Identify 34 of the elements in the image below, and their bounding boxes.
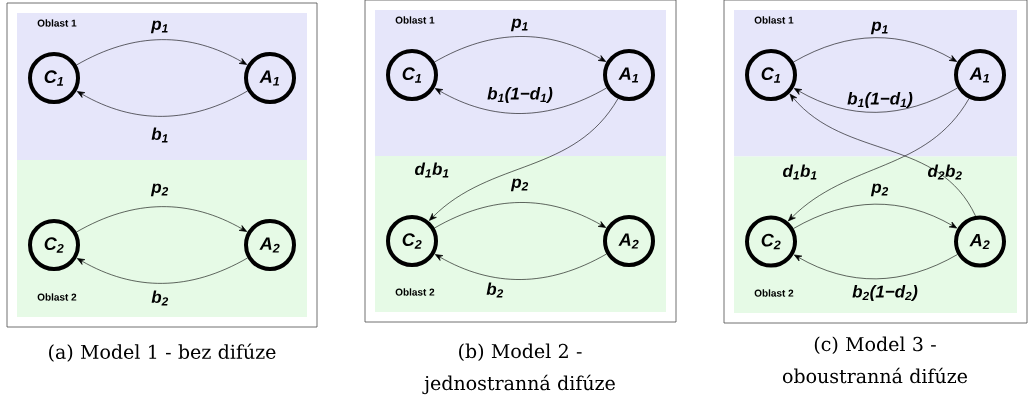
edge-label: p$_{1}$ xyxy=(870,21,888,35)
arrow xyxy=(76,90,248,117)
edge-label: p$_{1}$ xyxy=(510,18,528,32)
arrow xyxy=(793,254,958,280)
edge-label: b$_{1}$(1−d$_{1}$) xyxy=(487,87,553,103)
edge-label: d$_{1}$b$_{1}$ xyxy=(415,162,449,178)
panel-frame xyxy=(364,0,677,323)
edge-label: p$_{2}$ xyxy=(870,183,889,197)
edge-label: d$_{1}$b$_{1}$ xyxy=(783,164,817,180)
arrow xyxy=(76,206,248,233)
edge-label: b$_{2}$ xyxy=(151,290,169,306)
arrow xyxy=(429,98,619,221)
arrow xyxy=(434,36,607,63)
edge-label: b$_{1}$(1−d$_{1}$) xyxy=(847,92,913,108)
caption: (b) Model 2 - jednostranná difúze xyxy=(422,343,615,395)
edge-label: d$_{2}$b$_{2}$ xyxy=(928,164,962,180)
arrow xyxy=(793,203,958,229)
caption: (a) Model 1 - bez difúze xyxy=(49,343,276,362)
edge-label: b$_{2}$ xyxy=(486,282,504,298)
edge-label: b$_{2}$(1−d$_{2}$) xyxy=(852,285,918,301)
edge-label: b$_{1}$ xyxy=(151,127,168,143)
edge-label: p$_{2}$ xyxy=(510,178,529,192)
arrow xyxy=(434,253,607,280)
arrow xyxy=(793,37,958,63)
edge-label: p$_{1}$ xyxy=(150,20,168,34)
arrow xyxy=(434,202,607,229)
arrow xyxy=(76,257,248,284)
arrow xyxy=(76,39,248,66)
panel-frame xyxy=(6,2,318,328)
caption: (c) Model 3 - oboustranná difúze xyxy=(782,336,967,384)
arrow xyxy=(793,87,958,113)
edge-label: p$_{2}$ xyxy=(150,183,169,197)
panel-frame xyxy=(723,0,1028,324)
arrow xyxy=(434,87,607,114)
